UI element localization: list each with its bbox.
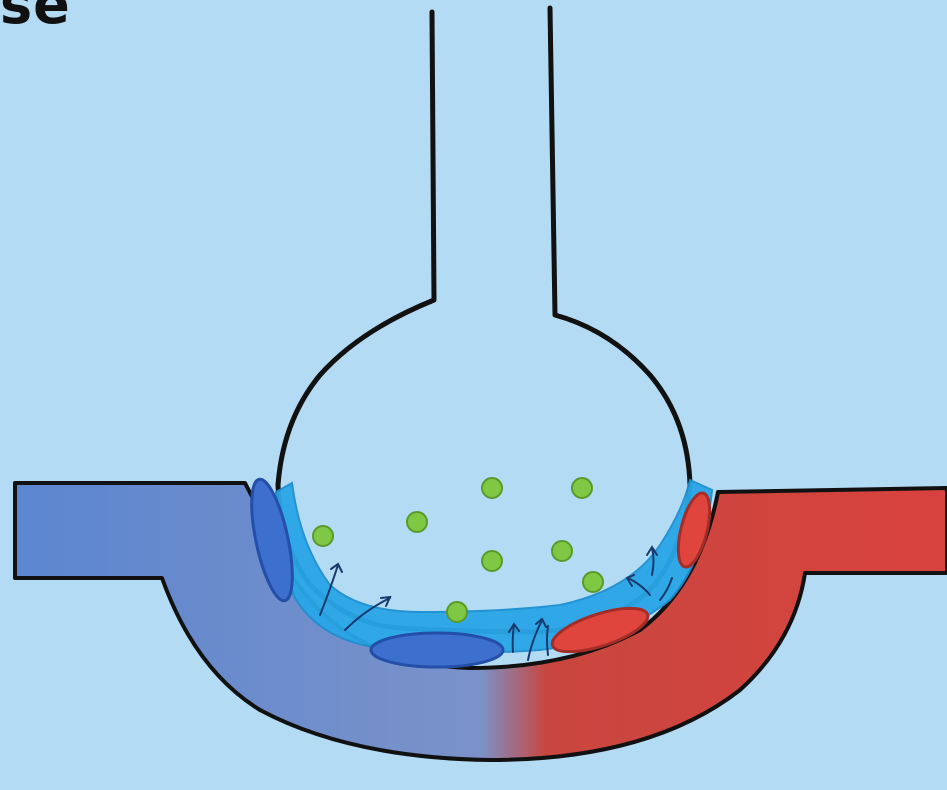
solute-particle <box>583 572 603 592</box>
bowmans-capsule <box>278 8 690 632</box>
solute-particle <box>313 526 333 546</box>
solute-particle <box>482 478 502 498</box>
endothelial-cell <box>371 633 503 667</box>
solute-particle <box>407 512 427 532</box>
solute-particle <box>447 602 467 622</box>
solute-particle <box>572 478 592 498</box>
filtration-arrow <box>547 626 548 655</box>
solute-particle <box>482 551 502 571</box>
solute-particle <box>552 541 572 561</box>
